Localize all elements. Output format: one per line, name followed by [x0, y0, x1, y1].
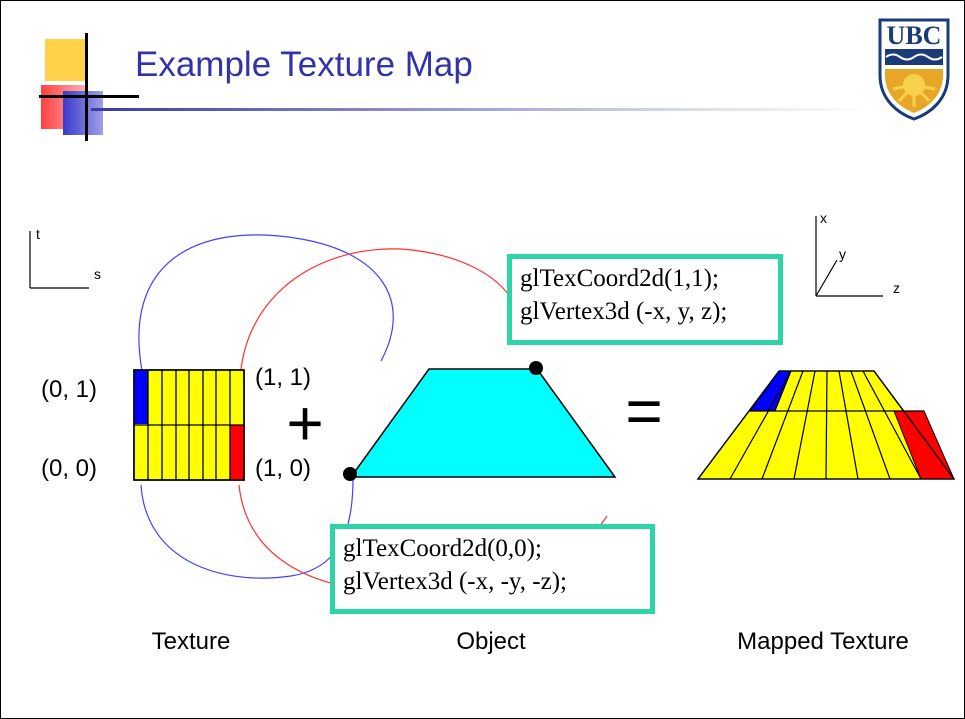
code-top-line1: glTexCoord2d(1,1);	[520, 265, 719, 292]
ubc-logo-text: UBC	[887, 21, 942, 50]
texture-coord-1-0: (1, 0)	[255, 455, 311, 482]
st-axes	[29, 231, 89, 289]
arc-red-top	[240, 248, 514, 370]
title-underline	[91, 108, 871, 111]
arc-blue-top	[138, 234, 394, 372]
title-decoration	[39, 33, 139, 141]
texture-coord-0-1: (0, 1)	[41, 376, 97, 403]
ubc-logo: UBC	[878, 18, 950, 121]
texture-coord-1-1: (1, 1)	[255, 364, 311, 391]
code-box-bottom: glTexCoord2d(0,0); glVertex3d (-x, -y, -…	[330, 524, 655, 614]
axis-z-label: z	[893, 280, 900, 296]
slide-title: Example Texture Map	[135, 45, 473, 84]
axis-t-label: t	[36, 226, 40, 242]
plus-sign: +	[286, 387, 323, 459]
mapped-texture-caption: Mapped Texture	[737, 628, 909, 655]
xyz-axes	[815, 216, 883, 297]
texture-red-cell	[230, 425, 244, 480]
mapped-texture	[696, 370, 956, 480]
texture-coord-0-0: (0, 0)	[41, 455, 97, 482]
texture-grid	[133, 369, 245, 481]
code-bottom-line2: glVertex3d (-x, -y, -z);	[343, 568, 567, 595]
deco-yellow-square	[45, 39, 87, 81]
axis-x-label: x	[820, 210, 827, 226]
code-top-line2: glVertex3d (-x, y, z);	[520, 298, 728, 325]
vertex-dot-top	[529, 361, 543, 375]
texture-blue-cell	[134, 370, 148, 424]
code-bottom-line1: glTexCoord2d(0,0);	[343, 535, 542, 562]
deco-vertical-line	[85, 33, 88, 141]
vertex-dot-bottom	[343, 467, 357, 481]
object-caption: Object	[456, 628, 526, 655]
axis-y-label: y	[839, 246, 846, 262]
deco-horizontal-line	[39, 95, 139, 98]
equals-sign: =	[625, 375, 662, 447]
code-box-top: glTexCoord2d(1,1); glVertex3d (-x, y, z)…	[507, 254, 783, 345]
object-trapezoid	[349, 368, 617, 478]
axis-s-label: s	[94, 266, 101, 282]
texture-caption: Texture	[152, 628, 231, 655]
arc-blue-bottom	[140, 478, 354, 579]
deco-blue-square	[63, 91, 103, 135]
